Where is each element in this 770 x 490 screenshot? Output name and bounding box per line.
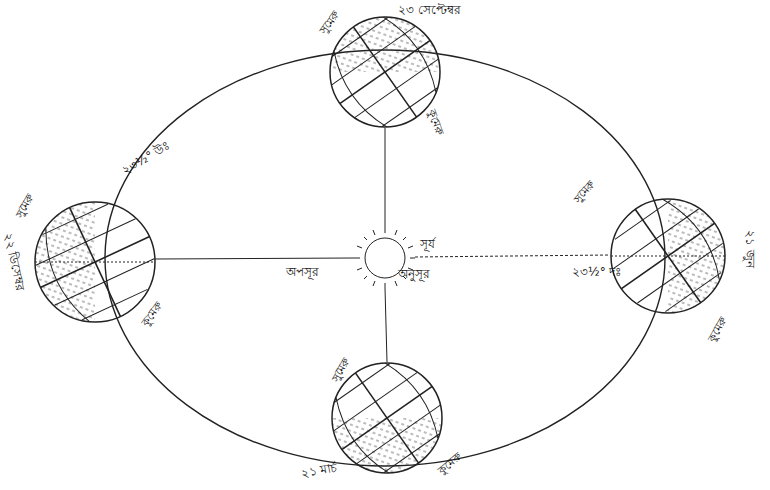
latitude-label: ২৩½° দঃ xyxy=(572,266,621,279)
date-label: ২২ ডিসেম্বর xyxy=(1,232,26,292)
orbit-point-label: অনুসূর xyxy=(398,268,430,281)
pole-label: সুমেরু xyxy=(330,356,353,384)
pole-label: সুমেরু xyxy=(14,192,37,220)
pole-label: কুমেরু xyxy=(706,315,729,344)
orbit-point-label: অপসূর xyxy=(286,266,319,279)
date-label: ২১ মার্চ xyxy=(300,462,338,481)
pole-label: সুমেরু xyxy=(318,10,342,37)
pole-label: কুমেরু xyxy=(436,451,464,477)
date-label: ২৩ সেপ্টেম্বর xyxy=(398,4,461,17)
date-label: ২১ জুন xyxy=(743,230,756,268)
pole-label: সুমেরু xyxy=(572,179,597,206)
latitude-label: ২৩½° উঃ xyxy=(120,140,172,178)
pole-label: কুমেরু xyxy=(425,108,445,137)
sun-label: সূর্য xyxy=(420,238,435,251)
pole-label: কুমেরু xyxy=(140,301,165,329)
